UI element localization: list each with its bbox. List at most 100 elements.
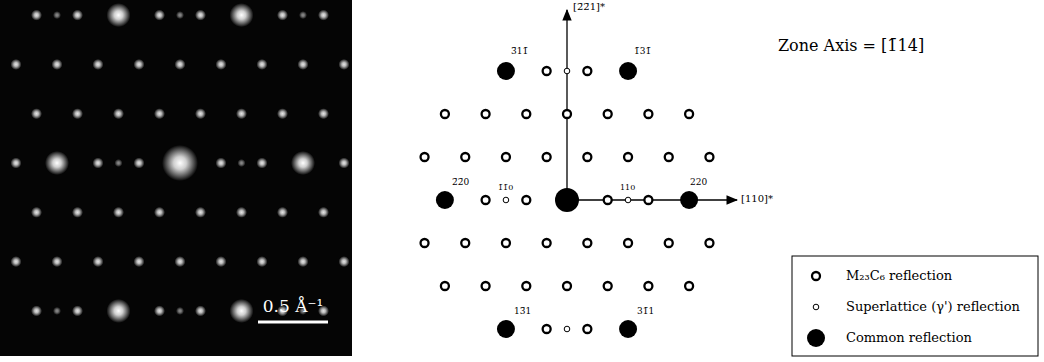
diffraction-spot bbox=[113, 207, 124, 218]
m23c6-reflection bbox=[583, 325, 591, 333]
diffraction-spot bbox=[298, 256, 309, 267]
diffraction-spot bbox=[31, 207, 42, 218]
common-reflection bbox=[619, 62, 637, 80]
diffraction-spot bbox=[11, 59, 22, 70]
m23c6-reflection bbox=[705, 239, 713, 247]
diffraction-spot bbox=[162, 145, 198, 181]
legend-text: M₂₃C₆ reflection bbox=[846, 268, 952, 284]
common-reflection bbox=[680, 191, 698, 209]
m23c6-reflection bbox=[543, 153, 551, 161]
diffraction-spot bbox=[195, 10, 206, 21]
diffraction-spot bbox=[154, 108, 165, 119]
diffraction-spot bbox=[291, 151, 315, 175]
diffraction-spot bbox=[216, 256, 227, 267]
diffraction-spot bbox=[72, 207, 83, 218]
diffraction-spot bbox=[318, 207, 329, 218]
diffraction-spot bbox=[31, 10, 42, 21]
diffraction-spot bbox=[216, 59, 227, 70]
diffraction-spot bbox=[53, 11, 61, 19]
m23c6-reflection bbox=[685, 282, 693, 290]
diffraction-spot bbox=[107, 3, 131, 27]
m23c6-reflection bbox=[482, 282, 490, 290]
m23c6-reflection bbox=[522, 282, 530, 290]
index-label: 2̄2̄0 bbox=[452, 177, 469, 188]
indexed-schematic bbox=[421, 10, 737, 338]
diffraction-spot bbox=[236, 207, 247, 218]
axis-arrow bbox=[566, 10, 567, 200]
common-reflection bbox=[807, 329, 825, 347]
diffraction-spot bbox=[176, 11, 184, 19]
diffraction-spot bbox=[72, 108, 83, 119]
diffraction-spot bbox=[31, 305, 42, 316]
diffraction-spot bbox=[339, 256, 350, 267]
diffraction-spot bbox=[277, 10, 288, 21]
legend bbox=[792, 256, 1038, 356]
m23c6-reflection bbox=[563, 282, 571, 290]
diffraction-spot bbox=[113, 108, 124, 119]
superlattice-reflection bbox=[564, 68, 570, 74]
index-label: 31̄1 bbox=[637, 306, 654, 317]
index-label: 13̄1 bbox=[514, 306, 531, 317]
m23c6-reflection bbox=[812, 272, 820, 280]
diffraction-spot bbox=[195, 207, 206, 218]
zone-axis-label: Zone Axis = [1̄14] bbox=[778, 36, 924, 55]
m23c6-reflection bbox=[583, 67, 591, 75]
diffraction-spot bbox=[257, 158, 268, 169]
m23c6-reflection bbox=[604, 282, 612, 290]
diffraction-spot bbox=[318, 10, 329, 21]
diffraction-spot bbox=[52, 256, 63, 267]
diffraction-photo bbox=[0, 0, 352, 356]
index-label: 3̄11̄ bbox=[511, 46, 528, 57]
diffraction-spot bbox=[154, 207, 165, 218]
m23c6-reflection bbox=[543, 239, 551, 247]
diffraction-spot bbox=[53, 307, 61, 315]
m23c6-reflection bbox=[624, 153, 632, 161]
common-reflection bbox=[497, 320, 515, 338]
m23c6-reflection bbox=[705, 153, 713, 161]
m23c6-reflection bbox=[502, 153, 510, 161]
index-label: 220 bbox=[690, 177, 707, 188]
scale-bar bbox=[258, 321, 328, 324]
index-label: 1̄31̄ bbox=[634, 46, 651, 57]
diffraction-spot bbox=[230, 299, 254, 323]
m23c6-reflection bbox=[563, 110, 571, 118]
diffraction-spot bbox=[277, 207, 288, 218]
diffraction-spot bbox=[154, 10, 165, 21]
legend-frame bbox=[792, 256, 1038, 356]
diffraction-spot bbox=[31, 108, 42, 119]
m23c6-reflection bbox=[543, 67, 551, 75]
diffraction-spot bbox=[257, 59, 268, 70]
m23c6-reflection bbox=[644, 282, 652, 290]
index-label: 110 bbox=[620, 183, 635, 193]
m23c6-reflection bbox=[624, 239, 632, 247]
m23c6-reflection bbox=[604, 110, 612, 118]
diffraction-spot bbox=[175, 59, 186, 70]
diffraction-spot bbox=[195, 305, 206, 316]
diffraction-spot bbox=[299, 11, 307, 19]
m23c6-reflection bbox=[583, 239, 591, 247]
diffraction-spot bbox=[339, 59, 350, 70]
index-label: 1̄1̄0 bbox=[498, 183, 513, 193]
m23c6-reflection bbox=[441, 110, 449, 118]
axis-label: [110]* bbox=[741, 193, 773, 205]
photo-background bbox=[0, 0, 352, 356]
diffraction-spot bbox=[134, 256, 145, 267]
m23c6-reflection bbox=[583, 153, 591, 161]
common-reflection bbox=[555, 188, 579, 212]
diffraction-spot bbox=[176, 307, 184, 315]
diffraction-spot bbox=[257, 256, 268, 267]
diffraction-spot bbox=[93, 256, 104, 267]
diffraction-spot bbox=[134, 59, 145, 70]
m23c6-reflection bbox=[665, 239, 673, 247]
diffraction-spot bbox=[45, 151, 69, 175]
m23c6-reflection bbox=[522, 110, 530, 118]
diffraction-spot bbox=[298, 59, 309, 70]
superlattice-reflection bbox=[625, 197, 631, 203]
m23c6-reflection bbox=[482, 110, 490, 118]
common-reflection bbox=[436, 191, 454, 209]
diffraction-spot bbox=[134, 158, 145, 169]
diffraction-spot bbox=[339, 158, 350, 169]
diffraction-spot bbox=[277, 108, 288, 119]
m23c6-reflection bbox=[685, 110, 693, 118]
m23c6-reflection bbox=[502, 239, 510, 247]
